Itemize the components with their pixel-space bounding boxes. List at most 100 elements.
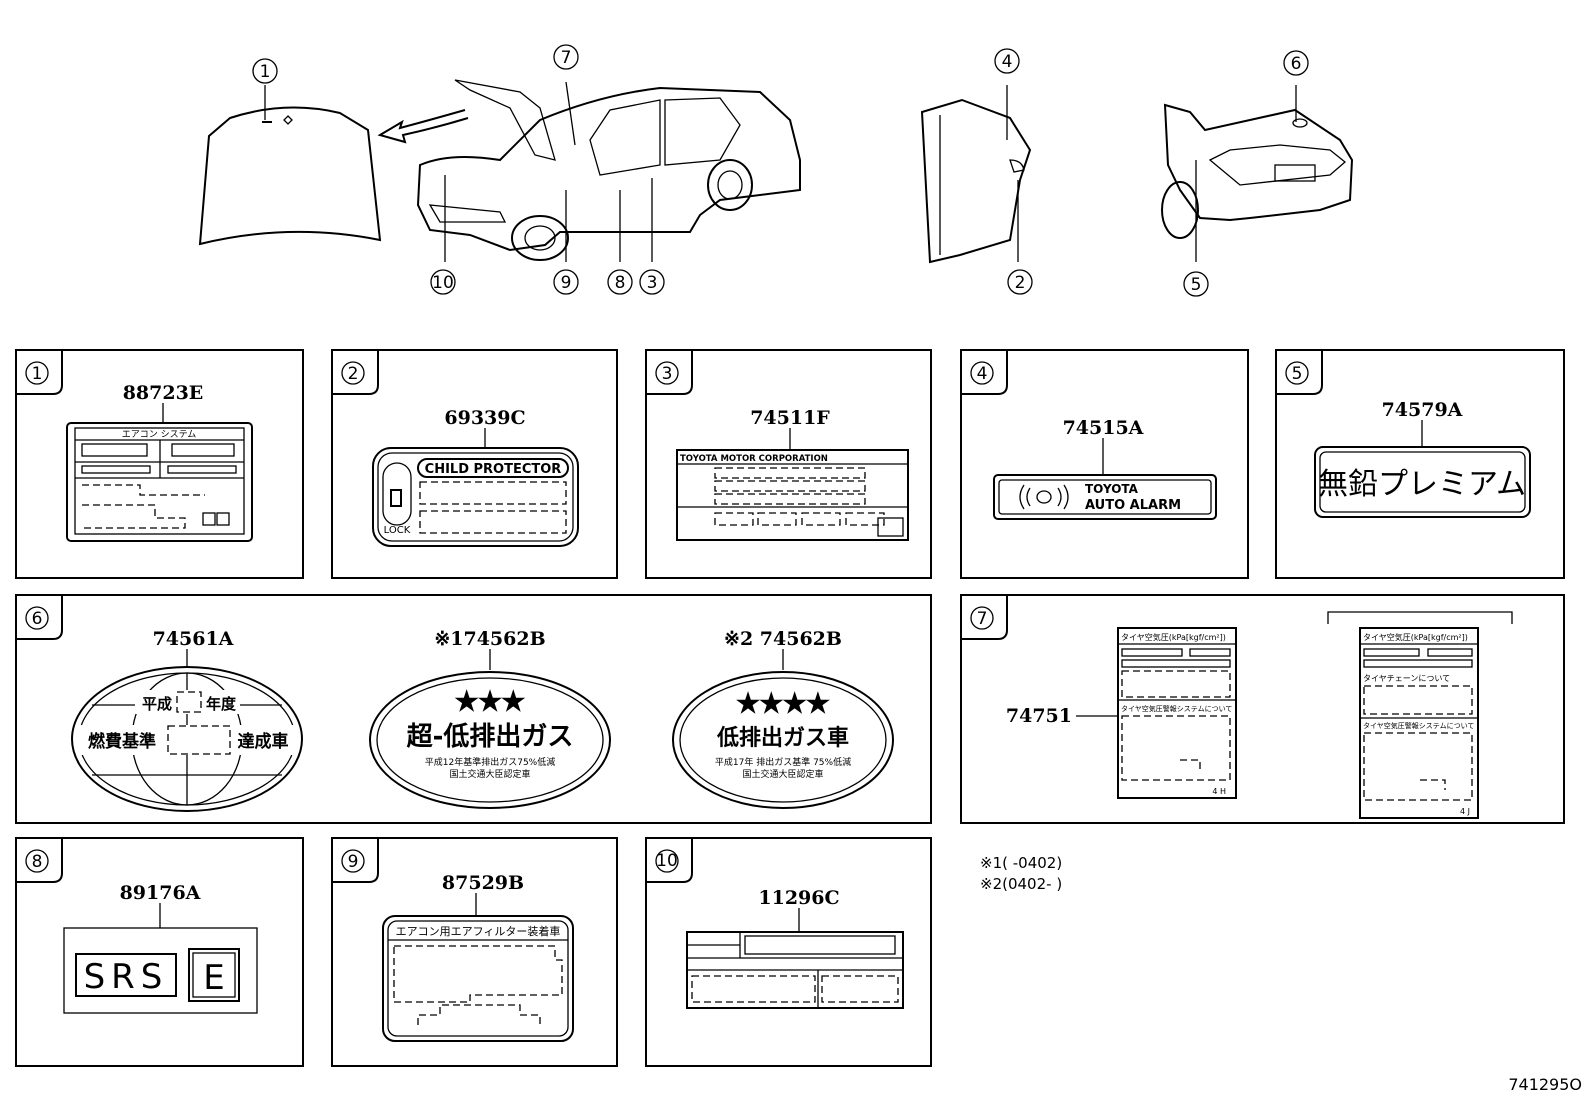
svg-text:エアコン用エアフィルター装着車: エアコン用エアフィルター装着車 [396, 924, 561, 938]
panel-7[interactable]: 7 74751 タイヤ空気圧(kPa[kgf/cm²]) タイヤ空気圧警報システ… [960, 594, 1565, 824]
footnotes: ※1( -0402) ※2(0402- ) [980, 854, 1062, 893]
svg-text:タイヤ空気圧警報システムについて: タイヤ空気圧警報システムについて [1363, 721, 1474, 730]
svg-text:3: 3 [662, 364, 673, 384]
svg-text:平成: 平成 [142, 695, 172, 713]
alarm-signal-icon [1019, 484, 1069, 510]
sedan-front-illustration [416, 79, 801, 262]
svg-text:国土交通大臣認定車: 国土交通大臣認定車 [449, 768, 530, 780]
callout-2: 2 [1007, 269, 1033, 295]
svg-text:低排出ガス車: 低排出ガス車 [716, 726, 849, 751]
label-child-protector-icon: CHILD PROTECTOR LOCK [372, 447, 579, 547]
svg-text:CHILD PROTECTOR: CHILD PROTECTOR [425, 462, 562, 477]
callout-4: 4 [994, 48, 1020, 74]
hood-illustration [198, 85, 382, 246]
svg-text:4 H: 4 H [1212, 787, 1226, 796]
panel-4[interactable]: 4 74515A TOYOTA AUTO ALARM [960, 349, 1249, 579]
part-number: 74515A [1063, 417, 1144, 439]
svg-text:8: 8 [615, 273, 626, 293]
svg-text:1: 1 [260, 62, 271, 82]
svg-text:4: 4 [977, 364, 988, 384]
svg-text:5: 5 [1191, 275, 1202, 295]
svg-text:2: 2 [348, 364, 359, 384]
svg-text:5: 5 [1292, 364, 1303, 384]
svg-text:タイヤ空気圧警報システムについて: タイヤ空気圧警報システムについて [1121, 704, 1232, 713]
svg-text:6: 6 [32, 609, 43, 629]
callout-7: 7 [553, 44, 579, 70]
svg-text:燃費基準: 燃費基準 [88, 731, 156, 752]
diagram-id: 741295O [1508, 1075, 1582, 1094]
star-icon: ★★★ [455, 687, 525, 717]
part-number: 74751 [1006, 705, 1072, 727]
svg-text:10: 10 [656, 851, 678, 871]
svg-text:超-低排出ガス: 超-低排出ガス [407, 722, 574, 752]
part-number: 11296C [758, 887, 839, 909]
svg-text:エアコン システム: エアコン システム [122, 429, 197, 440]
callout-3: 3 [639, 269, 665, 295]
panel-1[interactable]: 1 88723E エアコン システム [15, 349, 304, 579]
sedan-rear-illustration [1161, 85, 1354, 262]
label-air-filter-icon: エアコン用エアフィルター装着車 [382, 915, 574, 1042]
panel-8[interactable]: 8 89176A SRS E [15, 837, 304, 1067]
svg-text:年度: 年度 [206, 695, 237, 713]
removal-arrow-icon [377, 109, 469, 144]
footnote-1: ※1( -0402) [980, 854, 1062, 872]
label-fuel-economy-icon: 平成 年度 燃費基準 達成車 [71, 666, 303, 812]
part-number: 69339C [444, 407, 525, 429]
illustration-callouts: 1 7 10 9 8 3 4 2 6 5 [252, 44, 1309, 297]
callout-5: 5 [1183, 271, 1209, 297]
label-88723E-icon: エアコン システム [66, 422, 253, 542]
svg-text:7: 7 [561, 48, 572, 68]
label-ultra-low-emission-icon: ★★★ 超-低排出ガス 平成12年基準排出ガス75%低減 国土交通大臣認定車 [369, 671, 611, 809]
panel-index: 1 [32, 364, 43, 384]
footnote-2: ※2(0402- ) [980, 875, 1062, 893]
label-auto-alarm-icon: TOYOTA AUTO ALARM [993, 474, 1217, 520]
svg-text:達成車: 達成車 [238, 731, 289, 752]
svg-text:8: 8 [32, 852, 43, 872]
panel-5[interactable]: 5 74579A 無鉛プレミアム [1275, 349, 1565, 579]
panel-6[interactable]: 6 74561A 平成 年度 燃費基準 達成車 ※174562B ★★★ [15, 594, 932, 824]
label-tire-pressure-4h-icon: タイヤ空気圧(kPa[kgf/cm²]) タイヤ空気圧警報システムについて 4 … [1117, 627, 1237, 799]
panel-3[interactable]: 3 74511F TOYOTA MOTOR CORPORATION [645, 349, 932, 579]
label-emission-info-icon [686, 931, 904, 1009]
label-vin-plate-icon: TOYOTA MOTOR CORPORATION [676, 449, 909, 541]
part-number: 87529B [442, 872, 524, 894]
part-number: 74561A [153, 628, 234, 650]
callout-10: 10 [430, 269, 456, 295]
part-number: 74579A [1382, 399, 1463, 421]
label-low-emission-icon: ★★★★ 低排出ガス車 平成17年 排出ガス基準 75%低減 国土交通大臣認定車 [672, 671, 894, 809]
callout-6: 6 [1283, 50, 1309, 76]
label-tire-pressure-4j-icon: タイヤ空気圧(kPa[kgf/cm²]) タイヤチェーンについて タイヤ空気圧警… [1359, 627, 1479, 819]
svg-text:2: 2 [1015, 273, 1026, 293]
rear-door-illustration [920, 85, 1032, 264]
svg-text:無鉛プレミアム: 無鉛プレミアム [1318, 467, 1526, 502]
svg-text:タイヤ空気圧(kPa[kgf/cm²]): タイヤ空気圧(kPa[kgf/cm²]) [1363, 632, 1468, 642]
callout-9: 9 [553, 269, 579, 295]
svg-text:6: 6 [1291, 54, 1302, 74]
svg-text:E: E [203, 958, 224, 998]
svg-text:4 J: 4 J [1460, 807, 1470, 816]
callout-8: 8 [607, 269, 633, 295]
svg-text:TOYOTA: TOYOTA [1085, 482, 1139, 496]
label-premium-unleaded-icon: 無鉛プレミアム [1314, 446, 1531, 518]
svg-text:10: 10 [432, 273, 454, 293]
panel-9[interactable]: 9 87529B エアコン用エアフィルター装着車 [331, 837, 618, 1067]
svg-text:SRS: SRS [84, 957, 169, 997]
svg-text:国土交通大臣認定車: 国土交通大臣認定車 [742, 768, 823, 780]
part-number: ※174562B [434, 628, 545, 650]
callout-1: 1 [252, 58, 278, 84]
svg-text:3: 3 [647, 273, 658, 293]
svg-text:7: 7 [977, 609, 988, 629]
svg-text:9: 9 [348, 852, 359, 872]
svg-text:タイヤ空気圧(kPa[kgf/cm²]): タイヤ空気圧(kPa[kgf/cm²]) [1121, 632, 1226, 642]
label-srs-airbag-icon: SRS E [63, 927, 258, 1014]
svg-text:平成12年基準排出ガス75%低減: 平成12年基準排出ガス75%低減 [425, 756, 555, 768]
star-icon: ★★★★ [736, 689, 829, 719]
svg-text:LOCK: LOCK [384, 525, 411, 536]
panel-2[interactable]: 2 69339C CHILD PROTECTOR LOCK [331, 349, 618, 579]
part-number: 88723E [123, 382, 204, 404]
part-number: ※2 74562B [724, 628, 842, 650]
panel-10[interactable]: 10 11296C [645, 837, 932, 1067]
svg-text:TOYOTA MOTOR CORPORATION: TOYOTA MOTOR CORPORATION [680, 454, 828, 464]
svg-text:9: 9 [561, 273, 572, 293]
